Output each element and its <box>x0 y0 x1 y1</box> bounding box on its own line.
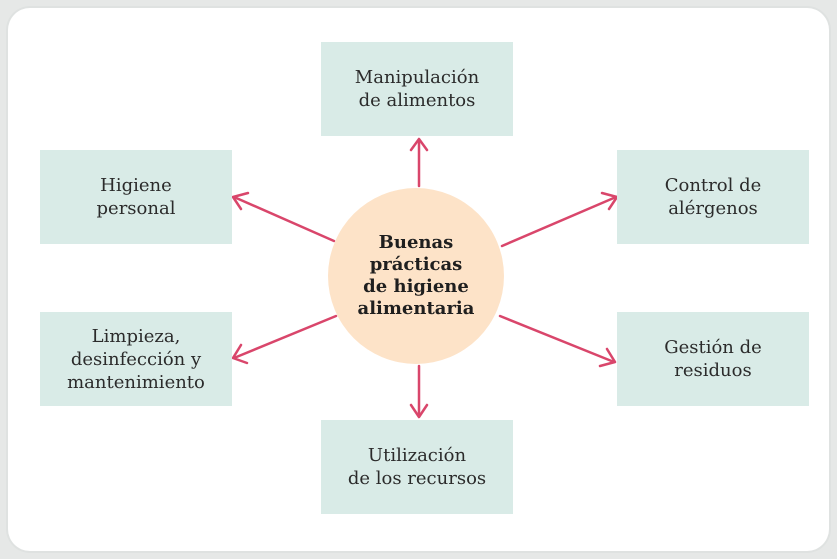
node-control-alergenos: Control de alérgenos <box>617 150 809 244</box>
node-label-line: mantenimiento <box>67 371 205 393</box>
arrow-to-lower-left <box>231 314 338 365</box>
node-label-line: Higiene <box>100 175 172 196</box>
node-label-line: desinfección y <box>70 348 202 370</box>
node-label-line: residuos <box>674 360 752 381</box>
node-manipulacion-alimentos: Manipulación de alimentos <box>321 42 513 136</box>
node-higiene-personal: Higiene personal <box>40 150 232 244</box>
arrow-to-upper-left <box>231 191 336 243</box>
center-label-line: Buenas <box>378 232 454 253</box>
node-label-line: Gestión de <box>664 337 762 358</box>
center-label-line: alimentaria <box>357 298 475 319</box>
node-label-line: Control de <box>664 175 762 196</box>
center-label-line: prácticas <box>369 254 463 275</box>
arrow-to-upper-right <box>500 191 619 248</box>
node-label-line: Manipulación <box>354 67 480 88</box>
arrow-to-lower-right <box>498 314 617 368</box>
node-label-line: de alimentos <box>358 90 476 111</box>
center-label-line: de higiene <box>363 276 469 297</box>
node-label-line: de los recursos <box>347 468 487 489</box>
node-utilizacion-recursos: Utilización de los recursos <box>321 420 513 514</box>
node-limpieza-desinfeccion: Limpieza, desinfección y mantenimiento <box>40 312 232 406</box>
node-label-line: personal <box>96 198 176 219</box>
arrow-to-bottom <box>409 364 429 419</box>
node-label-line: Limpieza, <box>91 325 181 347</box>
arrow-to-top <box>409 137 429 188</box>
node-gestion-residuos: Gestión de residuos <box>617 312 809 406</box>
node-label-line: Utilización <box>367 445 467 466</box>
center-node-buenas-practicas: Buenas prácticas de higiene alimentaria <box>328 188 504 364</box>
node-label-line: alérgenos <box>668 198 758 219</box>
